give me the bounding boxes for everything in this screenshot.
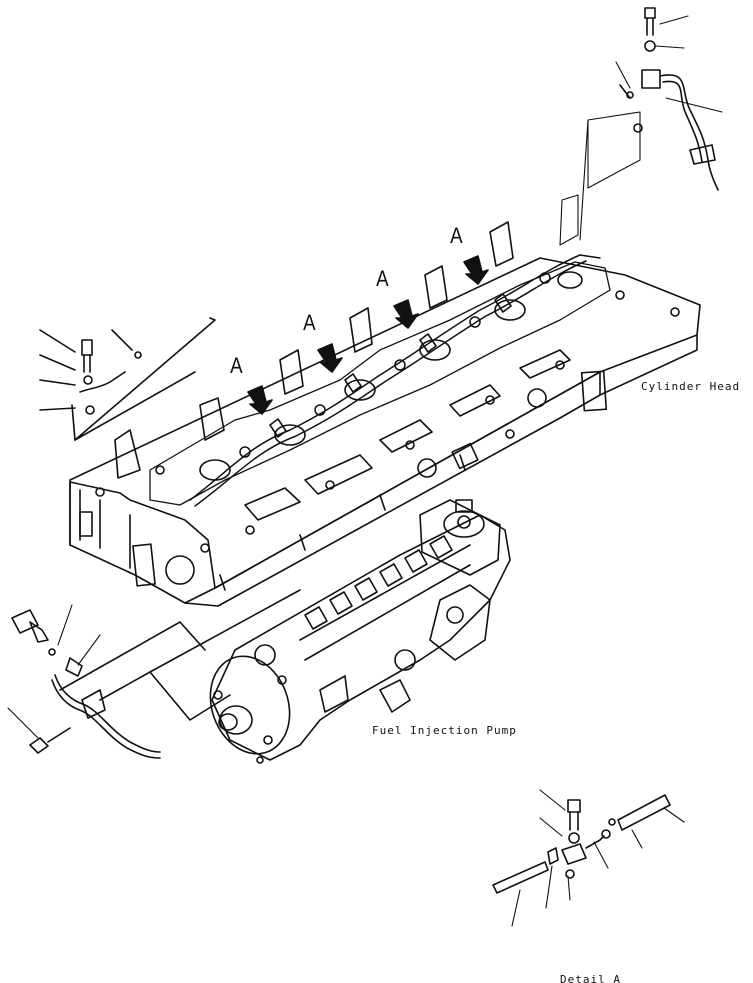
view-mark-a-2: A — [303, 310, 316, 335]
detail-a-drawing — [492, 789, 685, 927]
view-mark-a-4: A — [450, 223, 463, 248]
fuel-injection-pump-label: Fuel Injection Pump — [372, 724, 517, 737]
leader-lines — [559, 15, 723, 246]
lower-left-fuel-pipe — [7, 589, 301, 759]
view-mark-a-1: A — [230, 353, 243, 378]
view-arrows — [247, 255, 489, 415]
view-mark-a-3: A — [376, 266, 389, 291]
injector-line-assembly — [189, 254, 601, 507]
return-pipe-top-right — [619, 7, 719, 191]
detail-a-label: Detail A — [560, 973, 621, 983]
left-bolt-cluster — [39, 317, 216, 441]
cylinder-head-label: Cylinder Head — [641, 380, 741, 393]
fuel-injection-pump-drawing — [209, 499, 511, 764]
